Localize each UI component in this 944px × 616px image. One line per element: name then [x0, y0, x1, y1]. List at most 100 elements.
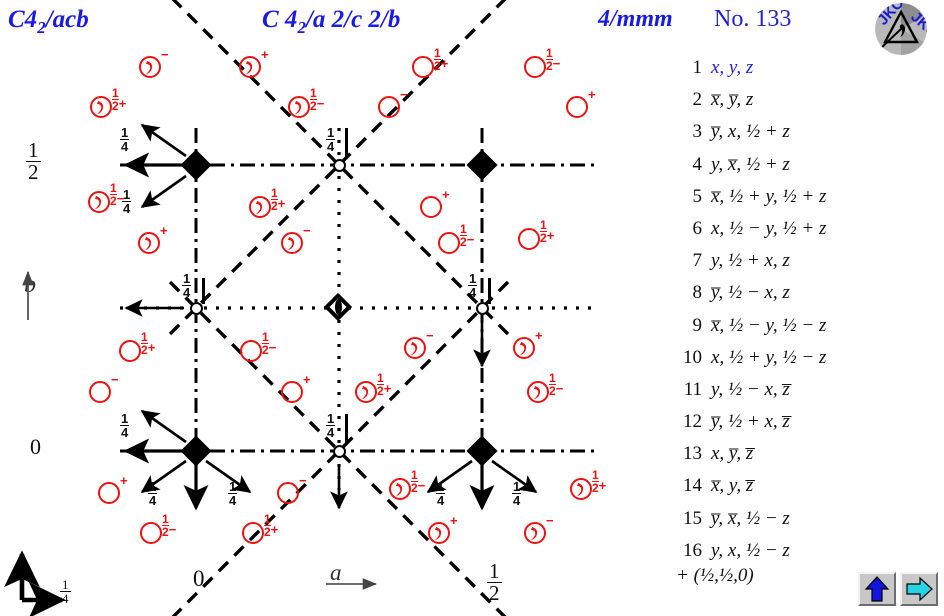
up-arrow-icon	[864, 576, 890, 602]
twofold-axis	[333, 159, 346, 172]
axis-label-b: b	[24, 272, 36, 298]
site-comma	[518, 340, 529, 355]
site-comma	[532, 384, 543, 399]
site-ring	[513, 337, 535, 359]
space-group-number: No. 133	[714, 6, 792, 32]
nav-next-button[interactable]	[900, 572, 938, 606]
site-comma	[244, 59, 255, 74]
site-comma	[394, 481, 405, 496]
jkc-logo: JKC JKC JKC	[862, 2, 940, 56]
general-position-site: +	[281, 372, 311, 407]
site-ring	[412, 56, 434, 78]
site-ring	[378, 96, 400, 118]
hm-symbol-full: C 42/a 2/c 2/b	[262, 6, 401, 37]
site-height-label: −	[299, 473, 307, 488]
site-ring	[281, 232, 303, 254]
general-position-site: −	[89, 372, 119, 407]
site-comma	[95, 99, 106, 114]
axis-label-a: a	[330, 560, 342, 585]
site-ring	[355, 381, 377, 403]
site-comma	[254, 199, 265, 214]
general-position-site: −	[404, 328, 434, 363]
site-comma	[144, 59, 155, 74]
site-ring	[570, 478, 592, 500]
site-height-label: +	[588, 87, 596, 102]
site-ring	[242, 522, 264, 544]
general-position-site: +	[239, 47, 269, 82]
twofold-axis	[190, 302, 203, 315]
site-ring	[89, 381, 111, 403]
fourfold-inversion-axis	[466, 435, 498, 467]
height-tick	[345, 128, 348, 158]
height-tick	[488, 278, 491, 304]
axis-label-b-zero: 0	[30, 434, 41, 459]
general-position-site: +	[428, 513, 458, 548]
site-ring	[98, 482, 120, 504]
site-comma	[529, 525, 540, 540]
axis-label-a-zero: 0	[193, 566, 205, 591]
site-ring	[524, 522, 546, 544]
site-height-label: +	[442, 187, 450, 202]
fourfold-inversion-axis	[180, 435, 212, 467]
site-ring	[524, 56, 546, 78]
site-comma	[575, 481, 586, 496]
site-comma	[293, 99, 304, 114]
general-position-site: +	[420, 187, 450, 222]
site-comma	[409, 340, 420, 355]
site-height-label: +	[303, 372, 311, 387]
site-ring	[140, 522, 162, 544]
site-ring	[281, 381, 303, 403]
site-comma	[433, 525, 444, 540]
site-height-label: +	[160, 223, 168, 238]
point-group-symbol: 4/mmm	[598, 6, 673, 32]
nav-up-button[interactable]	[858, 572, 896, 606]
site-ring	[420, 196, 442, 218]
site-height-label: −	[111, 372, 119, 387]
general-position-site: +	[513, 328, 543, 363]
general-position-site: −	[281, 223, 311, 258]
centering-translation: + (½,½,0)	[676, 565, 754, 586]
site-ring	[119, 340, 141, 362]
right-arrow-icon	[906, 576, 933, 602]
